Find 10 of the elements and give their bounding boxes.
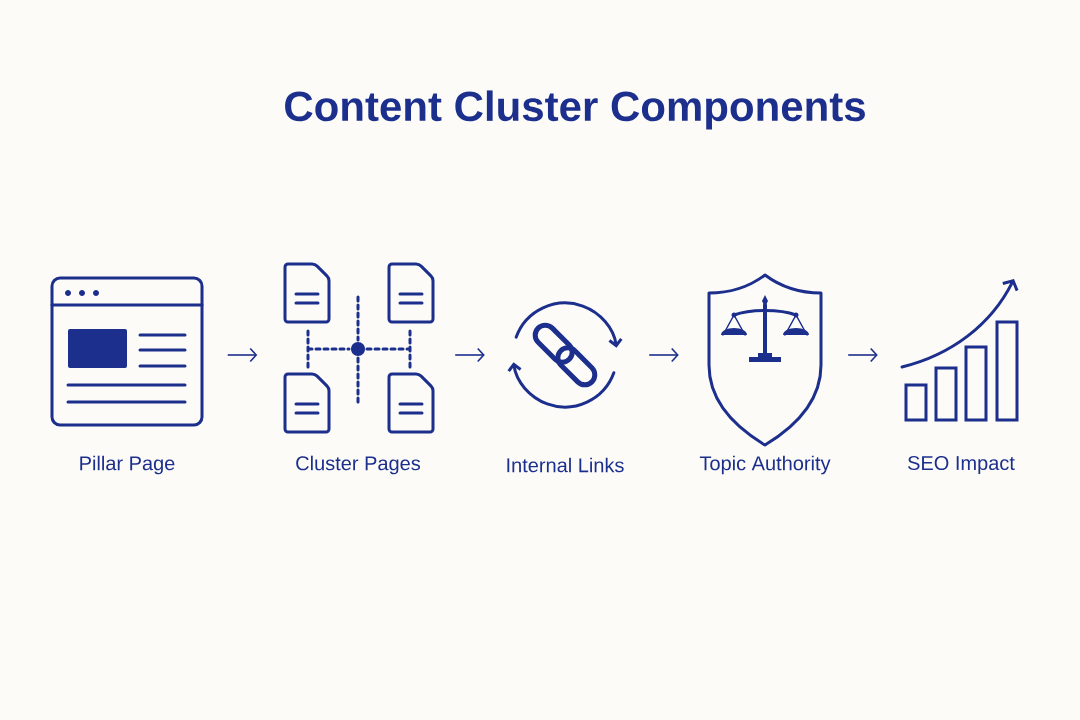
node-label: Cluster Pages xyxy=(296,455,421,475)
arrow xyxy=(847,347,878,363)
arrow xyxy=(226,347,258,363)
arrow xyxy=(454,347,485,363)
node-label: Pillar Page xyxy=(80,455,175,475)
title: Content Cluster Components xyxy=(285,90,865,130)
arrow xyxy=(648,347,679,363)
node-label: Topic Authority xyxy=(699,455,831,475)
node-label: SEO Impact xyxy=(908,455,1015,475)
node-label: Internal Links xyxy=(507,457,624,473)
